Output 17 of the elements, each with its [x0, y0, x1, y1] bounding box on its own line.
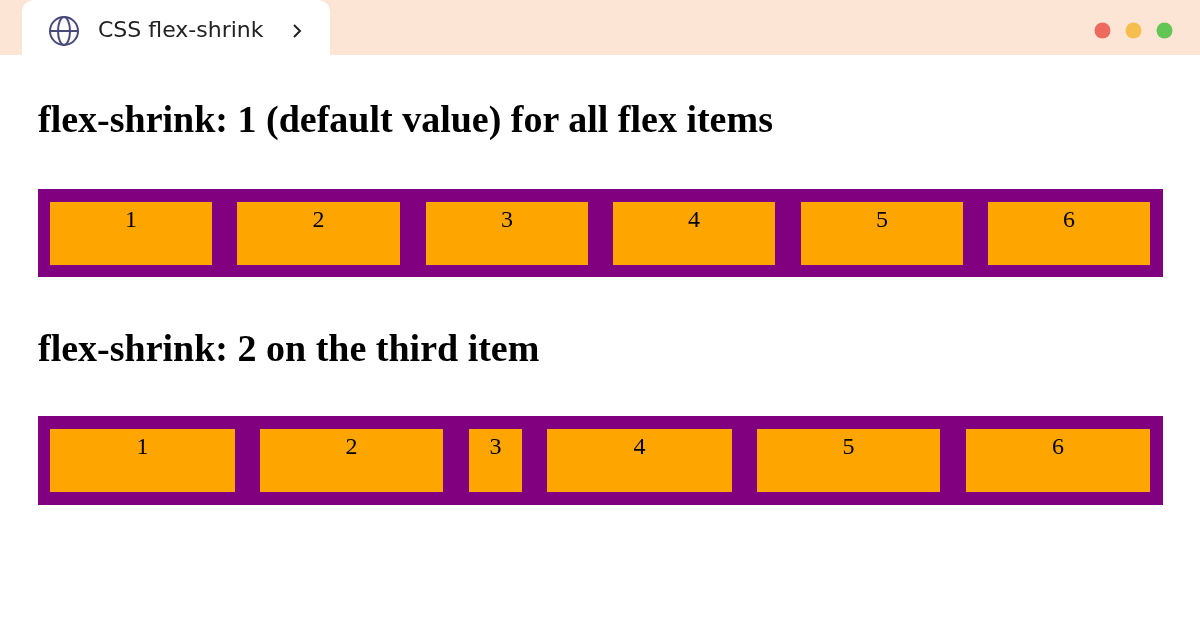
flex-container: [38, 416, 1163, 505]
flex-item: 5: [757, 429, 940, 492]
flex-item: 3: [469, 429, 522, 492]
flex-item: 4: [547, 429, 732, 492]
flex-item: 6: [988, 202, 1150, 265]
flex-item: 3: [426, 202, 588, 265]
flex-item: 4: [613, 202, 775, 265]
flex-item: 5: [801, 202, 963, 265]
section-heading: flex-shrink: 1 (default value) for all flex items: [38, 97, 773, 141]
flex-item: 1: [50, 202, 212, 265]
section-heading: flex-shrink: 2 on the third item: [38, 326, 540, 370]
flex-item: 2: [260, 429, 443, 492]
flex-item: 2: [237, 202, 400, 265]
tab-title: CSS flex-shrink: [98, 17, 264, 42]
flex-item: 1: [50, 429, 235, 492]
flex-item: 6: [966, 429, 1150, 492]
flex-container: [38, 189, 1163, 277]
